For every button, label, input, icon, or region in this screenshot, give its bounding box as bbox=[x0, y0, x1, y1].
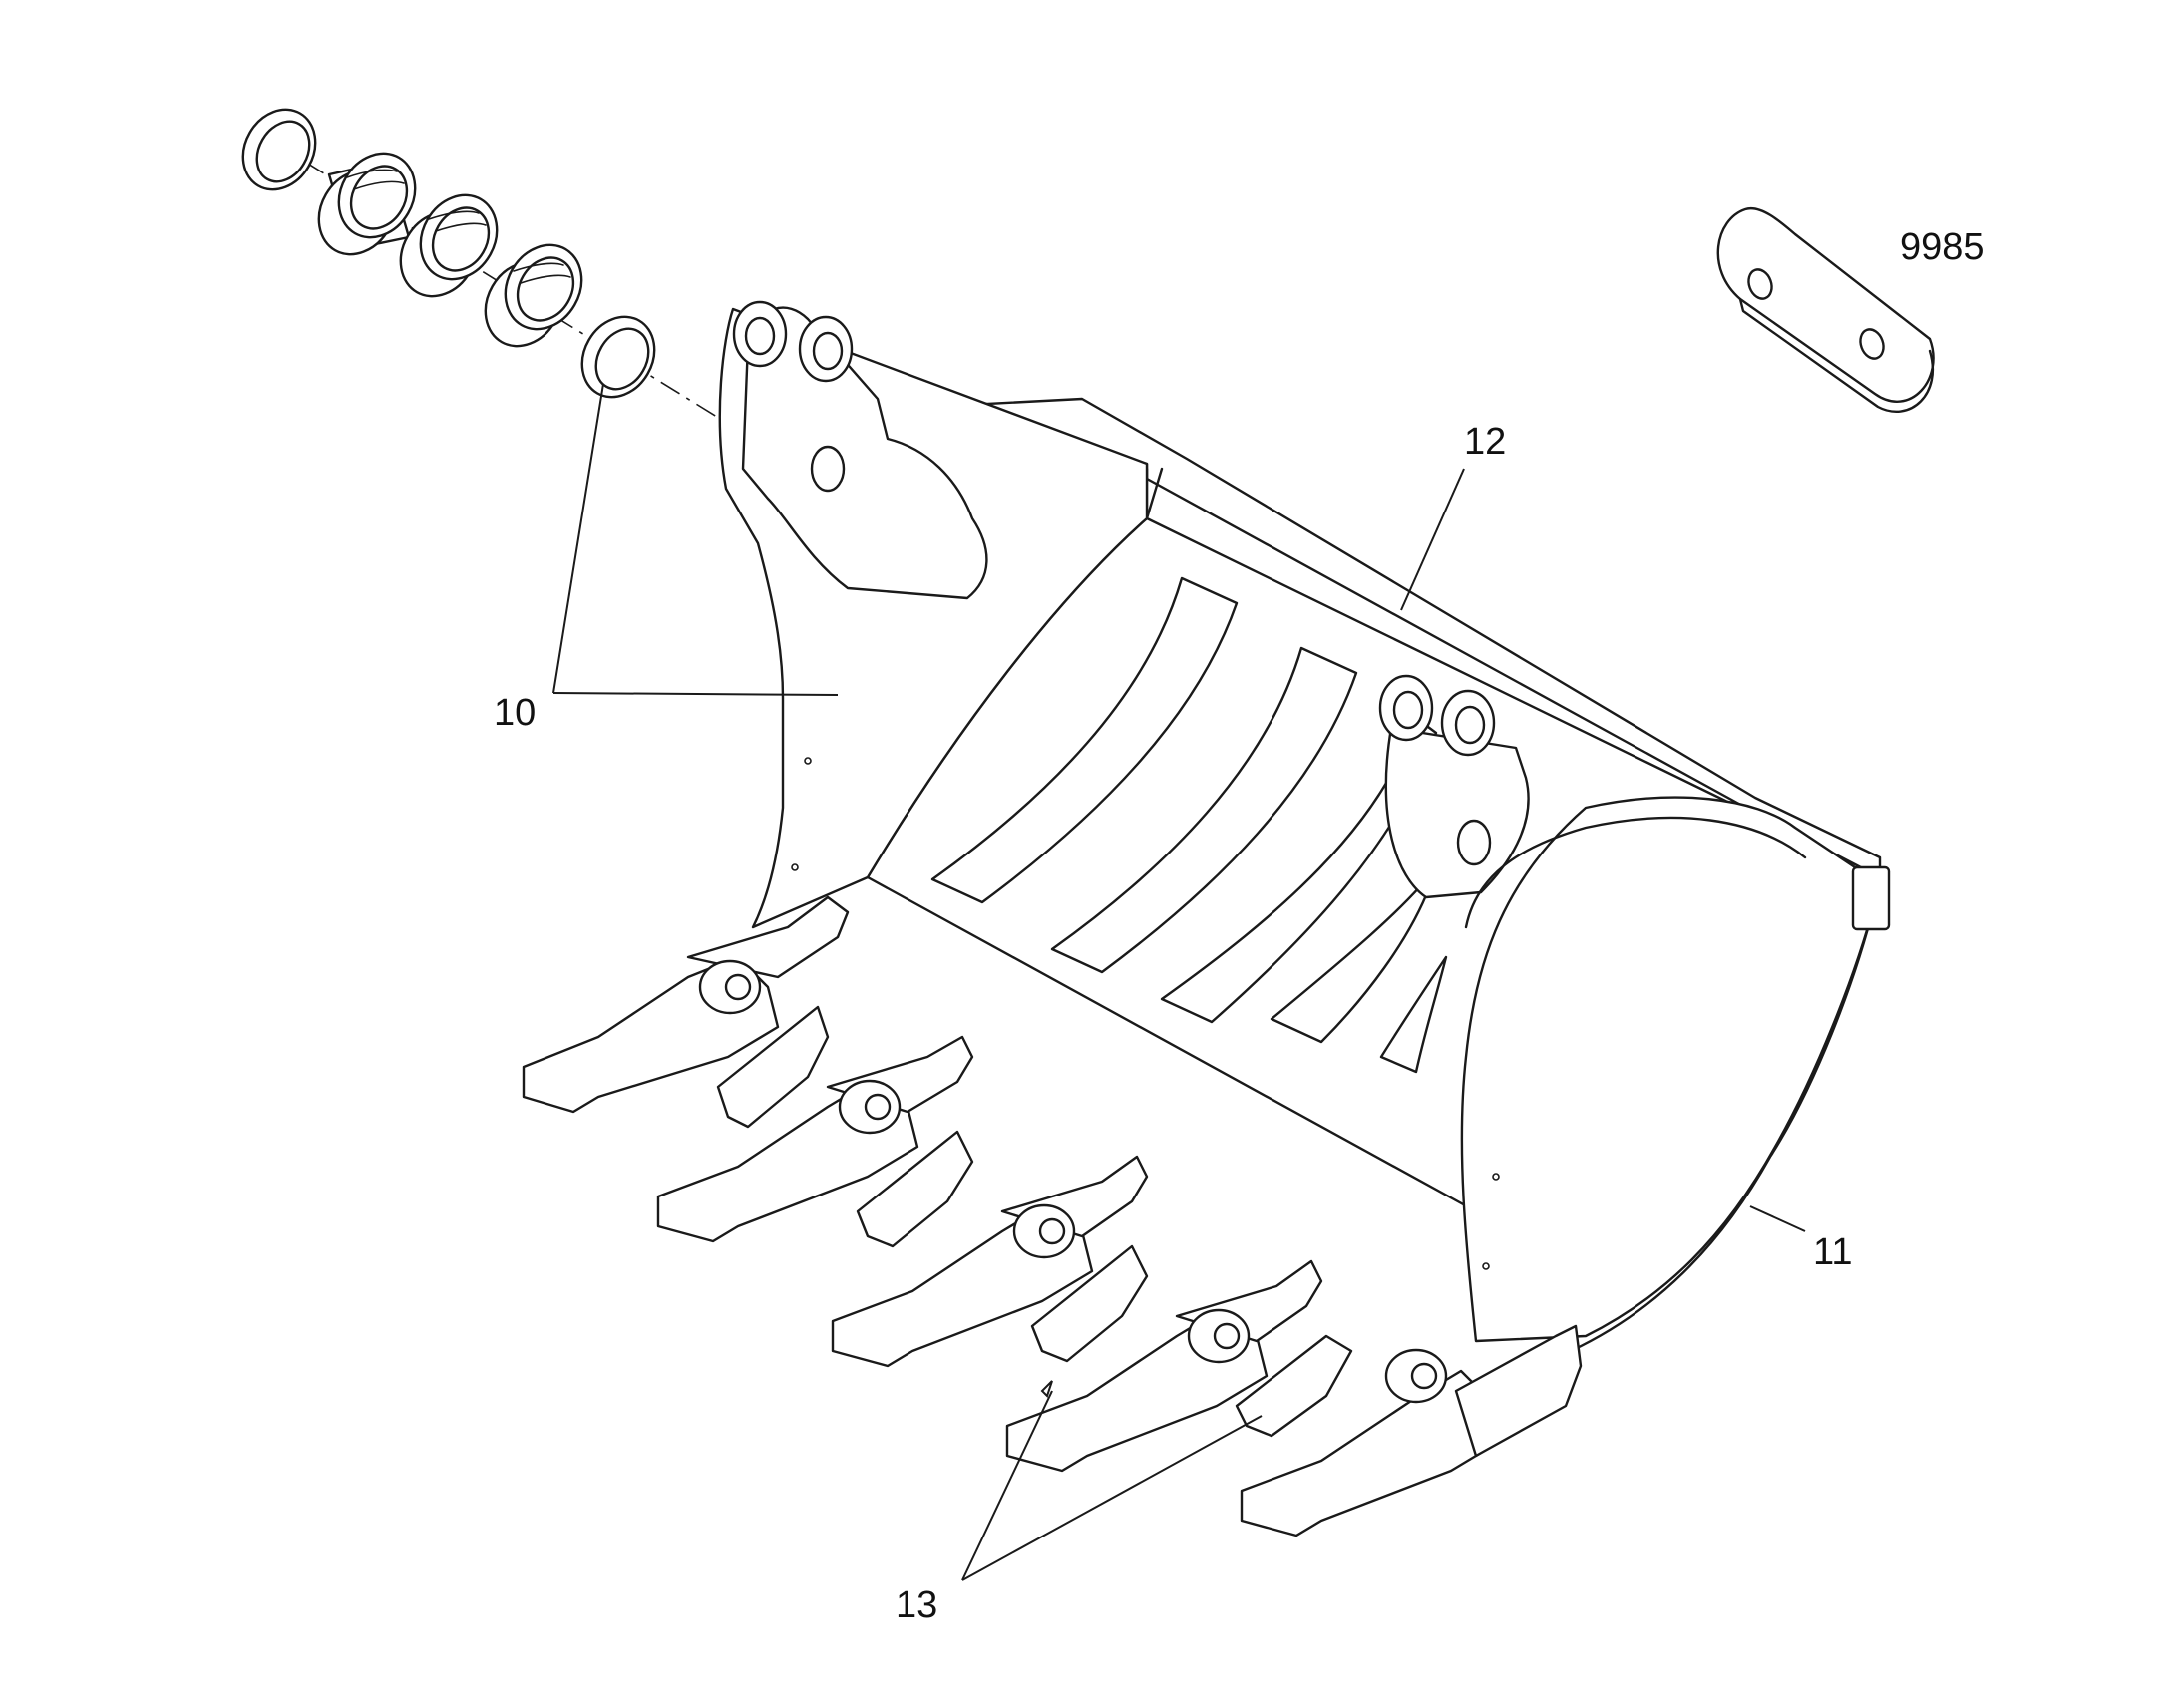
seal-ring-2 bbox=[580, 315, 656, 399]
bucket-teeth bbox=[522, 895, 1583, 1537]
adapter-3 bbox=[1030, 1244, 1149, 1363]
bushing-ring-set bbox=[241, 108, 734, 428]
adapter-1 bbox=[716, 1005, 830, 1129]
shim-plate bbox=[1716, 206, 1935, 413]
leader-lines bbox=[552, 383, 1806, 1581]
bucket-tooth-1 bbox=[522, 895, 850, 1114]
bushing-2 bbox=[399, 193, 499, 298]
callout-labels: 10 11 12 13 9985 bbox=[494, 226, 1985, 1626]
bucket-tooth-5 bbox=[1240, 1324, 1583, 1537]
bucket-tooth-2 bbox=[656, 1035, 974, 1243]
callout-10: 10 bbox=[494, 692, 536, 734]
bushing-3 bbox=[484, 243, 583, 348]
callout-11: 11 bbox=[1813, 1231, 1852, 1273]
callout-9985: 9985 bbox=[1900, 226, 1985, 268]
callout-13: 13 bbox=[896, 1584, 937, 1626]
adapter-4 bbox=[1235, 1334, 1353, 1438]
seal-ring-1 bbox=[241, 108, 317, 191]
adapter-2 bbox=[856, 1130, 974, 1248]
bucket-tooth-4 bbox=[1005, 1259, 1323, 1473]
bushing-1 bbox=[317, 152, 417, 256]
excavator-bucket bbox=[718, 300, 1891, 1353]
callout-12: 12 bbox=[1464, 421, 1506, 463]
bucket-tooth-3 bbox=[831, 1155, 1149, 1368]
